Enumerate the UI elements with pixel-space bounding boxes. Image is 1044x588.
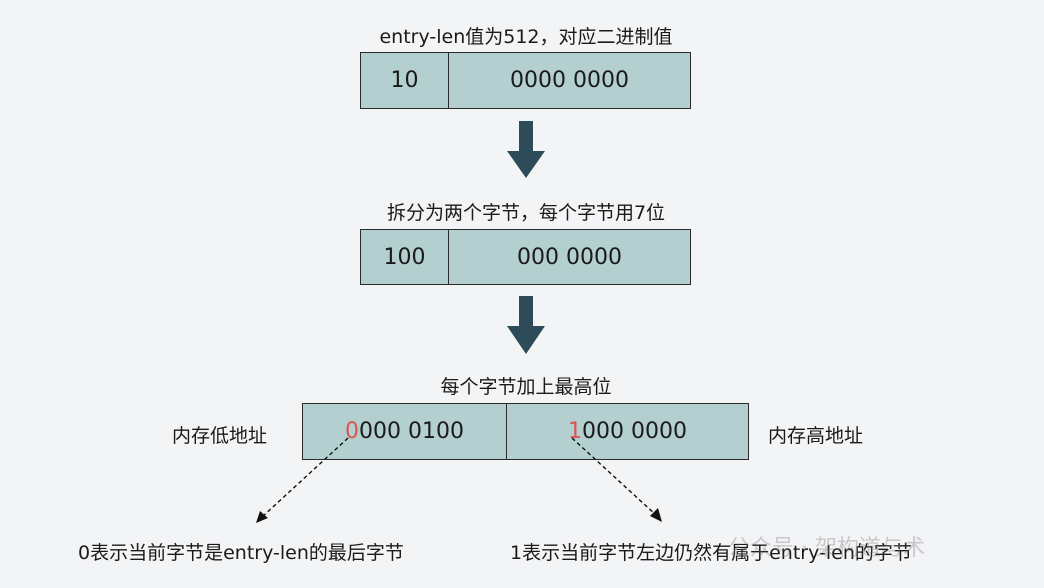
down-arrow-icon [507,296,545,354]
step2-cell-high: 100 [383,244,426,270]
note-more-bytes: 1表示当前字节左边仍然有属于entry-len的字节 [510,542,912,564]
byte2-rest-bits: 000 0000 [582,419,687,444]
step1-caption: entry-len值为512，对应二进制值 [379,26,673,48]
high-address-label: 内存高地址 [768,425,864,447]
step2-cell-low: 000 0000 [448,230,690,284]
step2-caption: 拆分为两个字节，每个字节用7位 [386,202,666,224]
step2-binary-box: 100 000 0000 [360,229,691,285]
step1-binary-box: 10 0000 0000 [360,52,691,109]
dashed-pointer-left [256,437,349,523]
byte1-high-bit: 0 [345,419,359,444]
low-address-label: 内存低地址 [172,425,268,447]
down-arrow-icon [507,121,545,178]
step3-caption: 每个字节加上最高位 [440,376,612,398]
byte1-rest-bits: 000 0100 [359,419,464,444]
dashed-pointer-right [571,437,662,522]
watermark: 公众号 · 架构道与术 [728,536,925,561]
step1-cell-high: 10 [390,68,419,93]
byte2-high-bit: 1 [568,419,582,444]
step1-cell-low: 0000 0000 [448,53,690,108]
note-last-byte: 0表示当前字节是entry-len的最后字节 [78,542,404,564]
